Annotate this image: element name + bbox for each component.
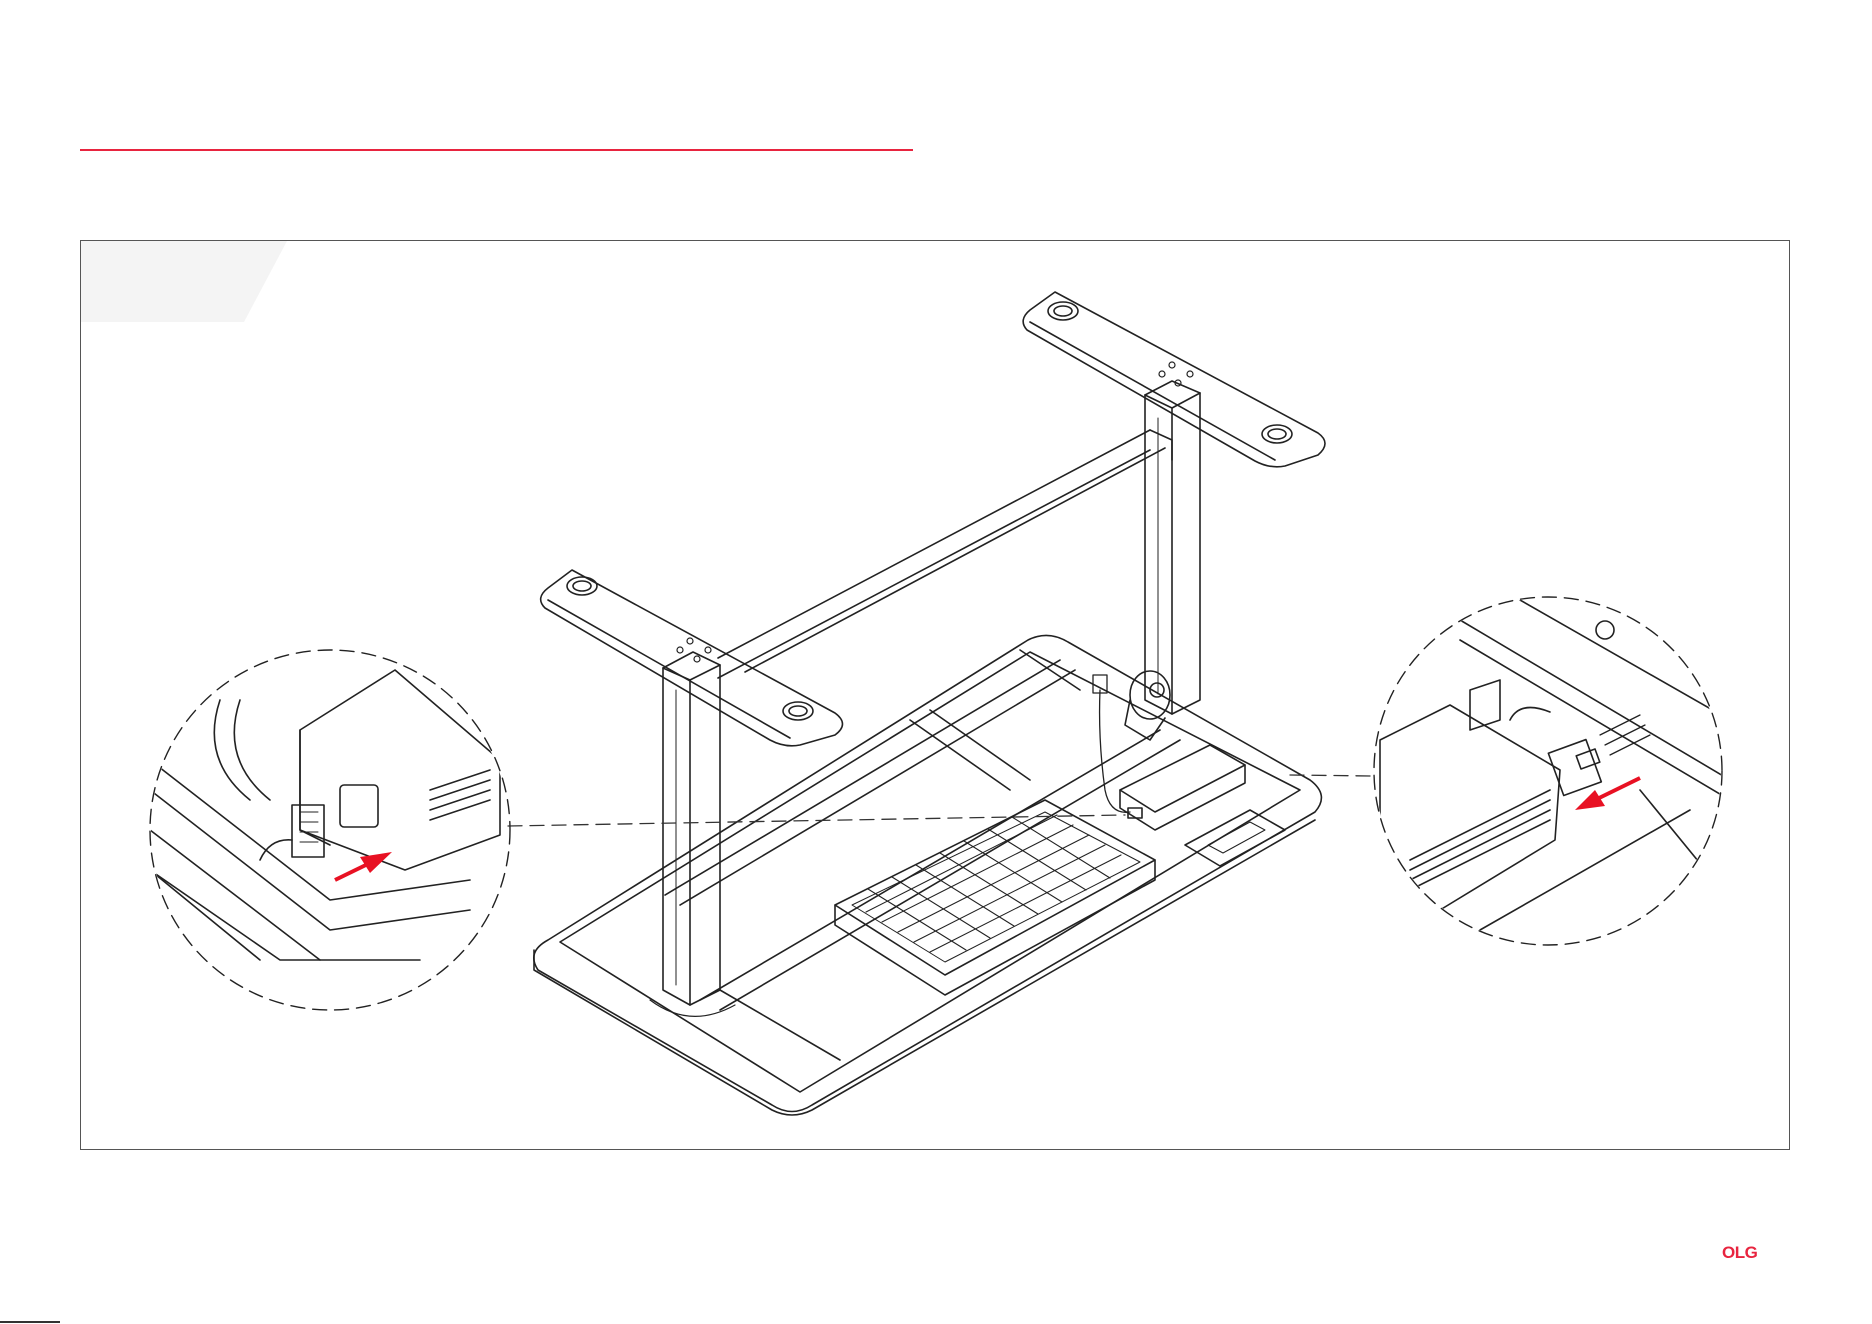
right-callout [1374, 597, 1722, 945]
red-arrow-left [1575, 778, 1640, 810]
control-box [1120, 745, 1245, 830]
crossbar [718, 430, 1172, 678]
tray-mesh [866, 815, 1121, 952]
right-callout-detail [1380, 600, 1730, 930]
right-foot [1023, 292, 1325, 467]
foot-levelers [567, 302, 1292, 720]
desk-top-outline [534, 635, 1322, 1115]
red-arrow-right [335, 852, 392, 880]
left-callout-detail [150, 670, 500, 960]
cable-tray [835, 800, 1155, 995]
motor [1125, 671, 1170, 740]
brand-logo: OLG [1722, 1243, 1757, 1263]
left-callout [150, 650, 510, 1010]
callout-leaders [508, 775, 1372, 826]
handset-plate [1185, 810, 1285, 866]
foot-screw-holes [677, 362, 1193, 662]
power-cable [1093, 675, 1130, 812]
left-leg-column [650, 652, 735, 1016]
footer-rule [0, 1321, 60, 1323]
